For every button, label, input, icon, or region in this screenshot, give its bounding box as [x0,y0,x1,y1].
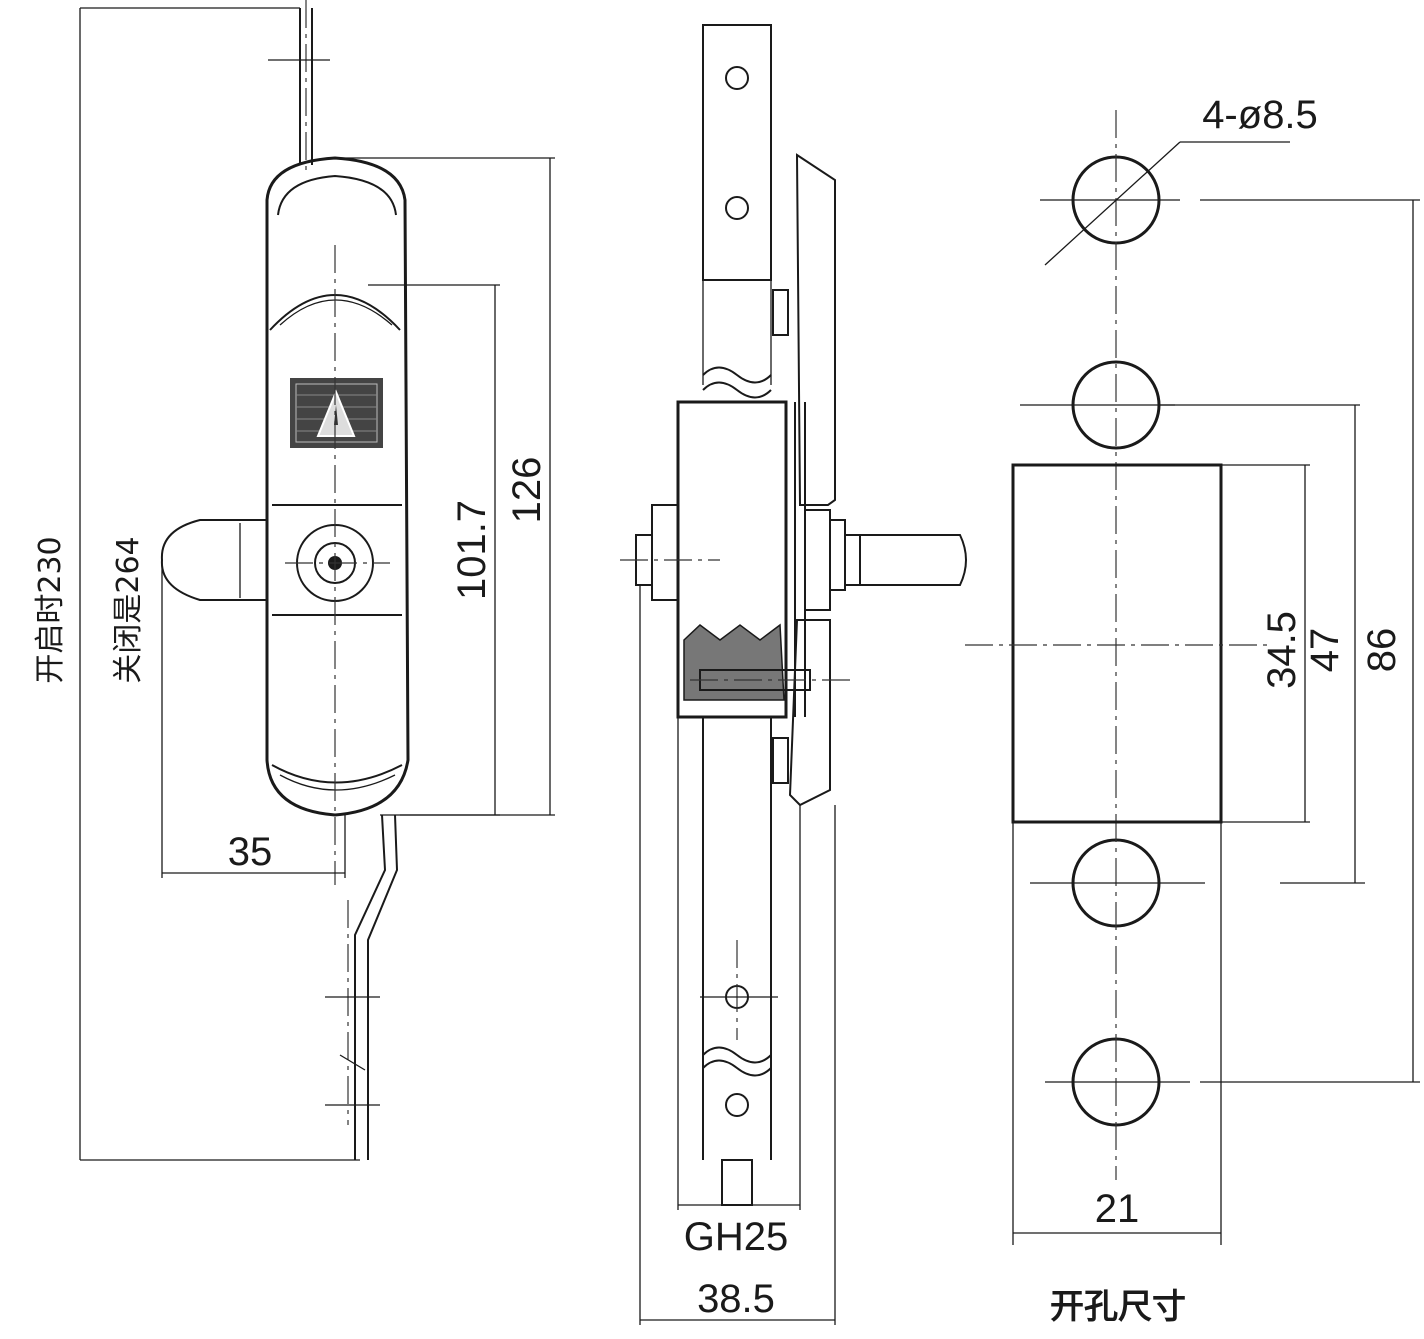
dim-hole-pitch: 86 [1360,628,1404,673]
dim-slot-outer: 47 [1303,628,1347,673]
dim-handle-offset: 35 [228,830,273,874]
cutout-view: 4-ø8.5 34.5 47 86 21 开孔尺寸 [965,93,1420,1327]
dim-inner-width: GH25 [684,1215,789,1259]
label-open-length: 开启时230 [33,536,68,683]
side-view: GH25 38.5 [620,24,967,1325]
label-closed-length: 关闭是264 [111,536,146,683]
dim-hole-span: 101.7 [450,500,494,600]
dim-holes: 4-ø8.5 [1202,93,1318,137]
dim-slot-height: 34.5 [1260,611,1304,689]
cutout-title: 开孔尺寸 [1050,1287,1186,1327]
front-view: 35 101.7 126 开启时230 关闭是264 [33,0,555,1161]
dim-outer-width: 38.5 [697,1277,775,1321]
dim-body-length: 126 [505,457,549,524]
dim-width: 21 [1095,1187,1140,1231]
